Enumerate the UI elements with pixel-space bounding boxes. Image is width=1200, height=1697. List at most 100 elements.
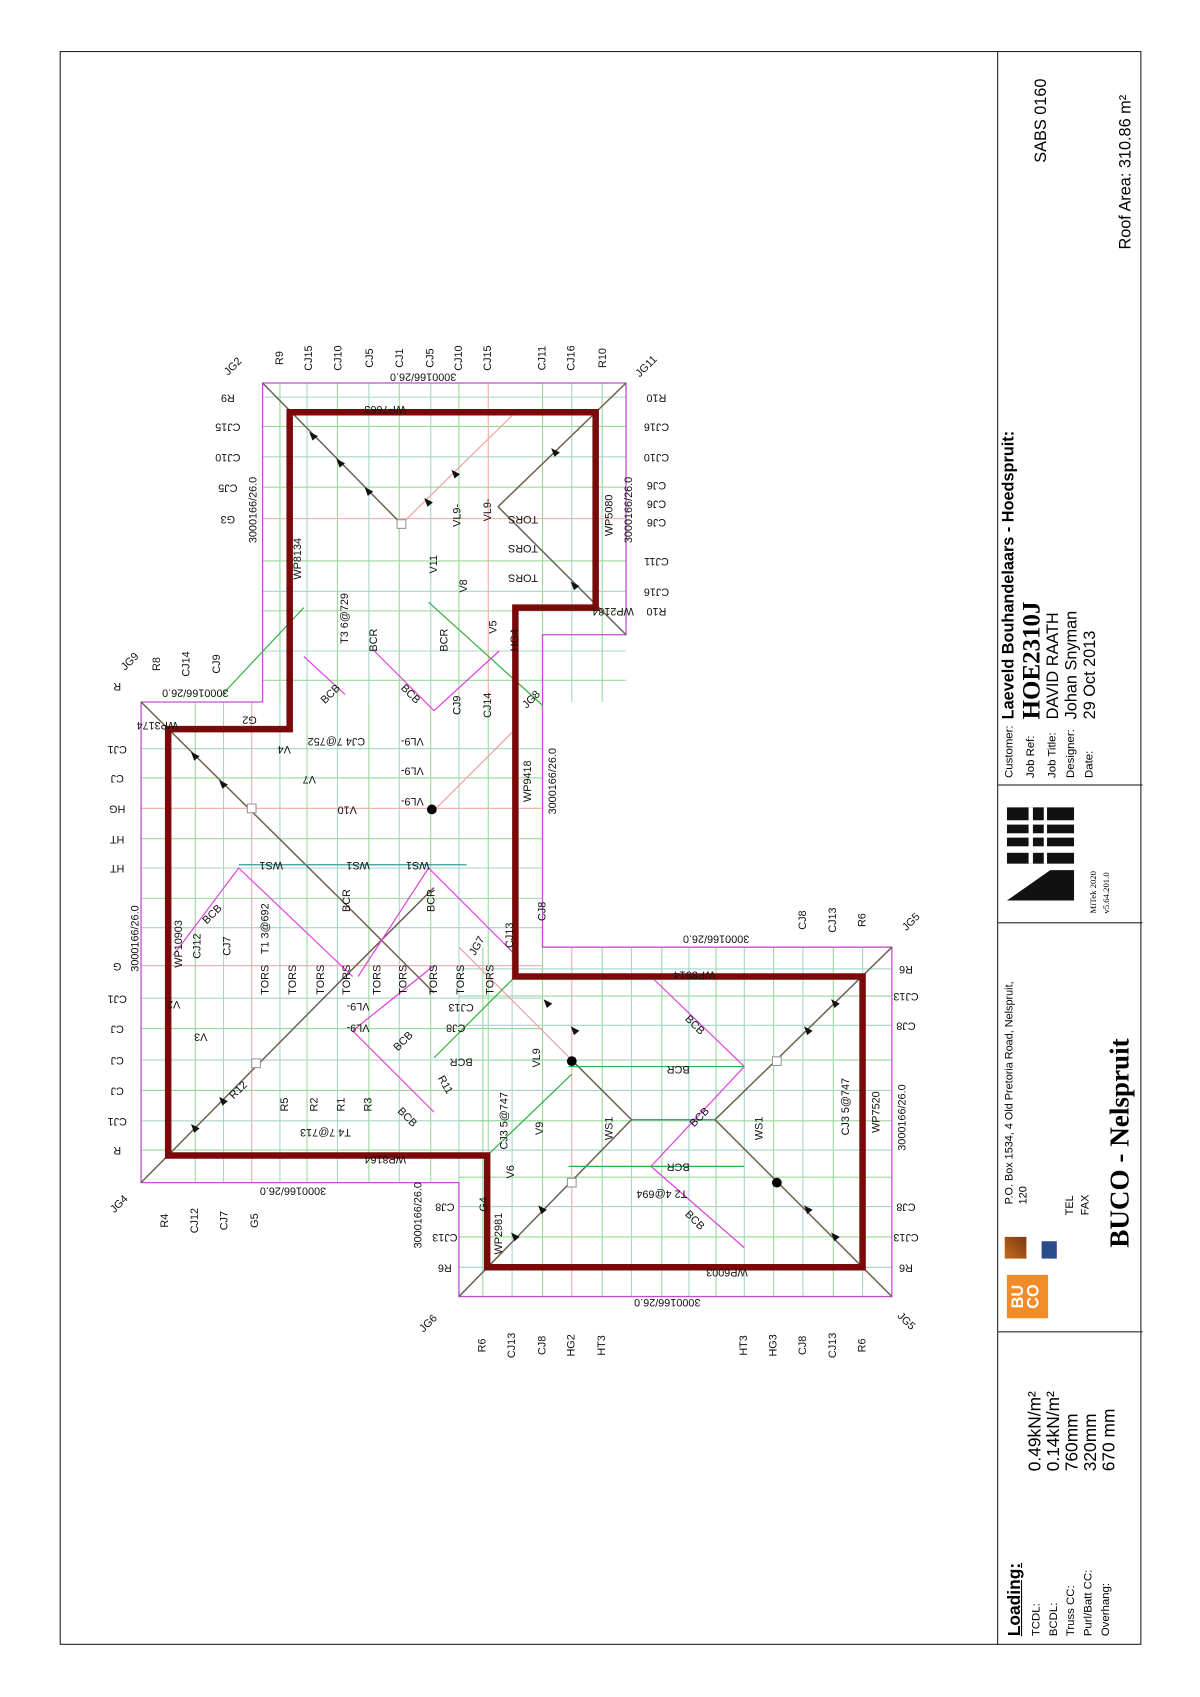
member-label: CJ8 — [435, 1201, 454, 1213]
member-label: VL9 — [531, 1048, 543, 1067]
designer-value: Johan Snyman — [1062, 610, 1081, 720]
member-label: CJ15 — [482, 345, 494, 370]
member-label: CJ — [111, 1085, 124, 1097]
member-label: WS1 — [406, 859, 430, 871]
member-label: CJ13 — [827, 907, 839, 932]
member-label: V8 — [458, 579, 470, 592]
hip-line — [357, 867, 430, 977]
member-label: CJ8 — [896, 1201, 915, 1213]
member-label: CJ11 — [644, 555, 669, 567]
member-label: CJ12 — [191, 933, 203, 958]
member-label: BCR — [450, 1055, 473, 1067]
member-label: CJ13 — [504, 923, 516, 948]
mitek-small-logo-icon — [1041, 1241, 1057, 1259]
member-label: TORS — [260, 965, 272, 995]
member-label: CJ7 — [222, 936, 234, 955]
member-label: CJ8 — [536, 902, 548, 921]
mitek-logo-icon — [1006, 807, 1075, 901]
member-label: VL9- — [452, 504, 464, 527]
date-value: 29 Oct 2013 — [1080, 630, 1100, 720]
member-label: V6 — [505, 1165, 517, 1178]
arrowhead-icon — [570, 581, 580, 591]
member-label: WP10903 — [173, 920, 185, 968]
joint-box-icon — [771, 1056, 782, 1067]
member-label: CJ4 7@752 — [308, 735, 365, 747]
member-label: BCR — [426, 889, 438, 912]
member-label: CJ1 — [108, 992, 127, 1004]
member-label: BCR — [667, 1063, 690, 1075]
member-label: R — [113, 680, 121, 692]
arrowhead-icon — [219, 1096, 228, 1106]
job-ref-label: Job Ref: — [1024, 735, 1038, 778]
member-label: CJ — [111, 772, 124, 784]
member-label: R10 — [646, 605, 666, 617]
arrowhead-icon — [570, 1026, 580, 1036]
member-label: CJ15 — [215, 421, 240, 433]
member-label: CJ16 — [644, 585, 669, 597]
member-label: R4 — [159, 1214, 171, 1228]
member-label: G5 — [249, 1213, 261, 1227]
hip-line — [352, 1030, 435, 1113]
fax-label: FAX — [1079, 1194, 1092, 1216]
member-label: R — [113, 1144, 121, 1156]
member-label: TORS — [371, 965, 383, 995]
hip-line — [140, 981, 341, 1184]
arrowhead-icon — [538, 1205, 547, 1215]
member-label: G2 — [242, 713, 256, 725]
member-label: 3000166/26.0 — [162, 686, 228, 698]
hip-line — [238, 867, 354, 977]
member-label: HG3 — [767, 1334, 779, 1356]
member-label: R5 — [279, 1098, 291, 1112]
member-label: HT3 — [738, 1335, 750, 1356]
member-label: TORS — [341, 965, 353, 995]
member-label: WP8134 — [292, 538, 304, 580]
member-label: WP9418 — [522, 760, 534, 802]
member-label: CJ1 — [394, 348, 406, 367]
software-section: MiTek 2020 v5.64.201.0 — [998, 784, 1143, 923]
bcdl-value: 0.14kN/m² — [1044, 1391, 1064, 1472]
member-label: WP7663 — [364, 403, 406, 415]
member-label: R8 — [151, 657, 163, 671]
member-label: CJ14 — [482, 693, 494, 718]
hip-line — [303, 655, 346, 695]
member-label: 3000166/26.0 — [897, 1084, 909, 1150]
member-label: CJ6 — [647, 516, 666, 528]
member-label: V7 — [303, 773, 316, 785]
member-label: CJ14 — [180, 651, 192, 676]
member-label: WP5080 — [604, 495, 616, 537]
member-label: VL9- — [482, 498, 494, 521]
overhang-label: Overhang: — [1099, 1582, 1113, 1637]
member-label: CJ — [111, 1054, 124, 1066]
member-label: CJ13 — [506, 1333, 518, 1358]
member-label: BCR — [368, 629, 380, 652]
member-label: WS1 — [604, 1117, 616, 1141]
member-label: CJ9 — [452, 696, 464, 715]
member-label: VL9- — [346, 1022, 369, 1034]
job-title-value: DAVID RAATH — [1043, 612, 1063, 720]
member-label: TORS — [397, 965, 409, 995]
member-label: VL9- — [346, 1000, 369, 1012]
joint-box-icon — [396, 519, 407, 529]
member-label: CJ16 — [644, 421, 669, 433]
buco-logo-text: BU CO — [1009, 1284, 1043, 1309]
member-label: WP8914 — [674, 968, 716, 980]
member-label: 3000166/26.0 — [390, 371, 456, 383]
member-label: 3000166/26.0 — [623, 477, 635, 543]
arrowhead-icon — [424, 498, 433, 507]
arrowhead-icon — [803, 1026, 813, 1036]
member-label: T4 7@713 — [300, 1126, 351, 1138]
member-label: TORS — [508, 571, 538, 583]
member-label: G4 — [478, 1197, 490, 1211]
hip-line — [497, 382, 627, 508]
member-label: V10 — [338, 804, 357, 816]
member-label: HG4 — [509, 629, 521, 651]
hip-line — [140, 701, 341, 899]
arrowhead-icon — [511, 1232, 520, 1242]
member-label: CJ6 — [647, 479, 666, 491]
member-label: WP2981 — [493, 1213, 505, 1255]
purlin-cc-value: 320mm — [1081, 1413, 1101, 1472]
hip-line — [571, 1059, 633, 1121]
member-label: V9 — [534, 1122, 546, 1135]
member-label: R9 — [221, 391, 235, 403]
